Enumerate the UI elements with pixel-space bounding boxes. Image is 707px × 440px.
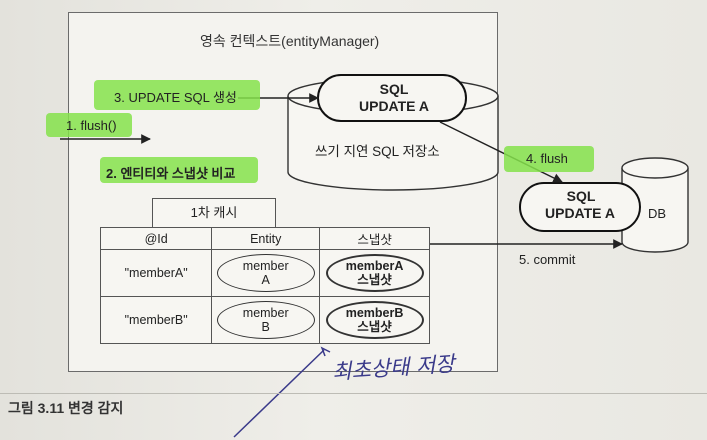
caption-divider	[0, 393, 707, 394]
entity-letter: B	[261, 320, 270, 334]
cache-title: 1차 캐시	[190, 205, 238, 220]
cache-row-snapshot: memberB 스냅샷	[319, 296, 430, 344]
snapshot-oval: memberA 스냅샷	[325, 254, 424, 292]
sql-store-line2: UPDATE A	[359, 98, 429, 114]
cache-title-tab: 1차 캐시	[152, 198, 276, 228]
cache-row: "memberB" member B memberB 스냅샷	[99, 296, 430, 344]
step4-highlight	[504, 146, 594, 172]
step1-highlight	[46, 113, 132, 137]
cache-row-entity: member B	[211, 296, 321, 344]
entity-letter: A	[261, 273, 270, 287]
sql-store-label: 쓰기 지연 SQL 저장소	[315, 144, 440, 159]
cache-row-snapshot: memberA 스냅샷	[319, 249, 430, 297]
db-cylinder	[519, 157, 689, 253]
snapshot-name: memberA	[345, 259, 404, 273]
figure-caption: 그림 3.11 변경 감지	[8, 400, 124, 416]
step5-label: 5. commit	[519, 252, 576, 267]
cache-table: @Id Entity 스냅샷 "memberA" member A member…	[99, 227, 430, 344]
entity-oval: member A	[216, 254, 315, 292]
snapshot-label: 스냅샷	[357, 273, 392, 287]
snapshot-name: memberB	[345, 306, 404, 320]
entity-oval: member B	[216, 301, 315, 339]
cache-row-entity: member A	[211, 249, 321, 297]
step4-label: 4. flush	[526, 151, 568, 166]
cache-header-id: @Id	[99, 227, 213, 250]
entity-name: member	[242, 259, 289, 273]
db-sql-line2: UPDATE A	[545, 205, 615, 221]
db-flush-arrow	[439, 121, 563, 183]
step2-label: 2. 엔티티와 스냅샷 비교	[106, 166, 236, 181]
db-label: DB	[648, 206, 667, 221]
sql-store-cylinder	[287, 74, 499, 191]
db-sql-line1: SQL	[566, 188, 596, 204]
step3-highlight	[94, 80, 260, 110]
entity-name: member	[242, 306, 289, 320]
cache-header-entity: Entity	[211, 227, 321, 250]
step1-label: 1. flush()	[66, 118, 117, 133]
step2-highlight	[100, 157, 258, 183]
cache-row-id: "memberA"	[99, 249, 213, 297]
cache-header-row: @Id Entity 스냅샷	[99, 227, 430, 250]
context-title: 영속 컨텍스트(entityManager)	[200, 33, 380, 49]
cache-header-snapshot: 스냅샷	[319, 227, 430, 250]
step3-label: 3. UPDATE SQL 생성	[114, 90, 237, 105]
cache-row-id: "memberB"	[99, 296, 213, 344]
sql-store-line1: SQL	[379, 81, 409, 97]
annotation-arrowhead	[320, 346, 331, 357]
snapshot-oval: memberB 스냅샷	[325, 301, 424, 339]
snapshot-label: 스냅샷	[357, 320, 392, 334]
cache-row: "memberA" member A memberA 스냅샷	[99, 249, 430, 297]
